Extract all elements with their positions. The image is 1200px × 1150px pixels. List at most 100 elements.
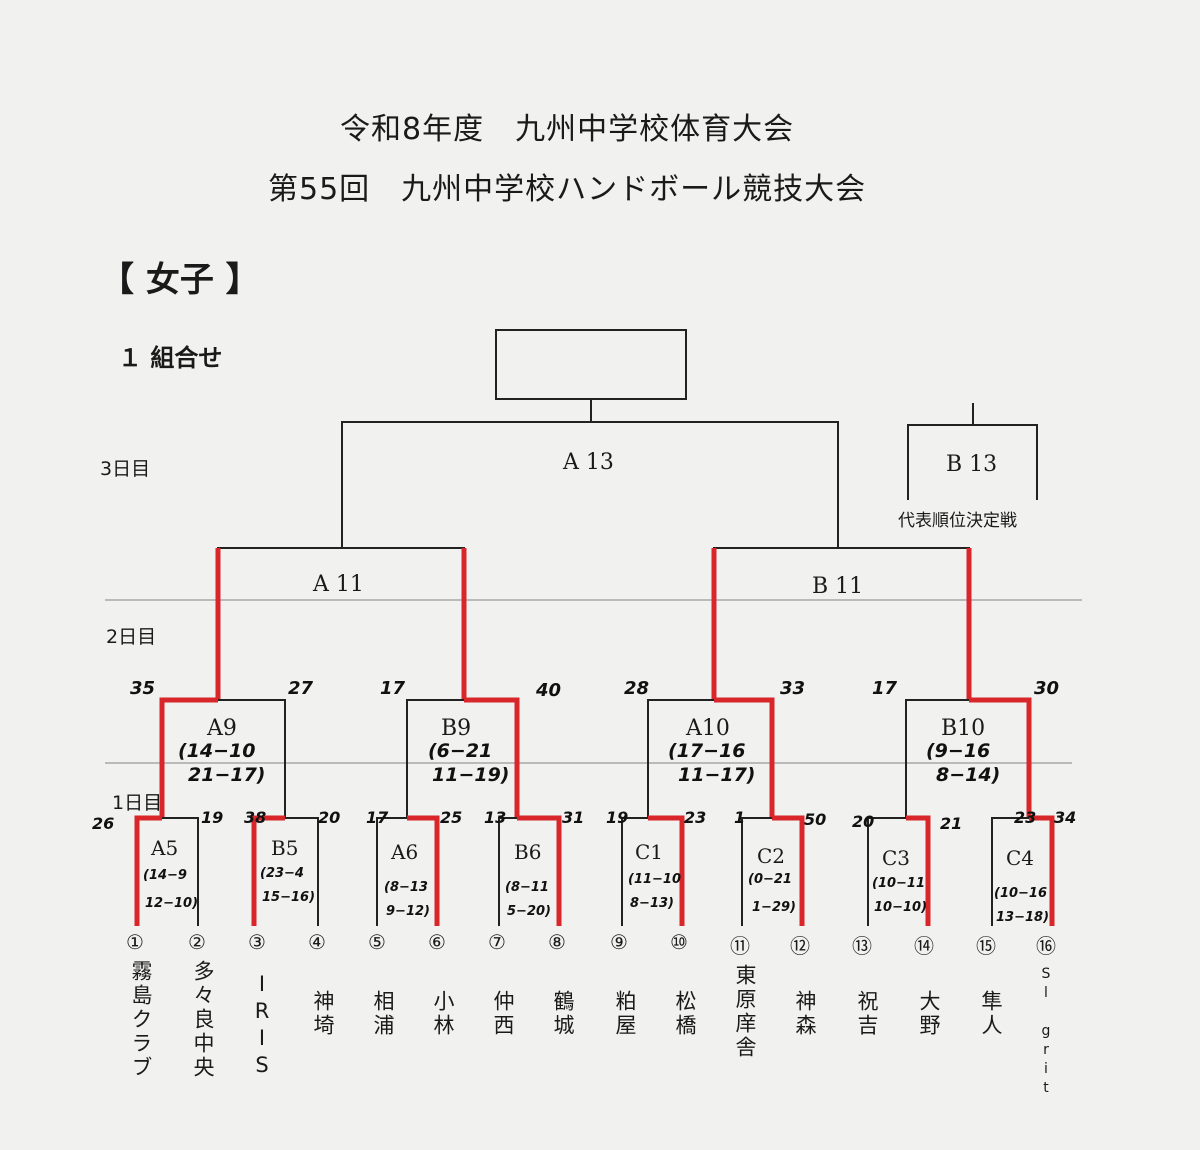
team-number: ⑪ — [730, 934, 750, 958]
first-round-total-right: 25 — [440, 808, 463, 827]
winner-path — [1029, 815, 1055, 926]
winner-path — [772, 815, 805, 926]
quarter-label: A10 — [686, 716, 730, 741]
first-round-score: 8−13) — [630, 896, 674, 911]
first-round-score: (11−10 — [628, 872, 682, 887]
quarter-score: 11−17) — [678, 764, 756, 786]
team-number: ⑮ — [976, 934, 996, 958]
day-3-label: 3日目 — [100, 458, 151, 480]
team-name: Sl grit — [1038, 966, 1054, 1099]
team-number: ① — [126, 930, 144, 954]
first-round-label: B5 — [271, 836, 299, 860]
winner-path — [407, 815, 440, 926]
quarter-total-right: 30 — [1034, 678, 1060, 699]
first-round-score: (8−11 — [505, 880, 549, 895]
quarter-score: 8−14) — [936, 764, 1001, 786]
team-number: ② — [188, 930, 206, 954]
semi-left-label: A 11 — [313, 572, 364, 597]
first-round-total-left: 1 — [734, 808, 746, 827]
team-name: 多々良中央 — [191, 960, 215, 1080]
first-round-score: (10−11 — [872, 876, 926, 891]
winner-path — [134, 815, 162, 926]
first-round-total-right: 50 — [804, 810, 827, 829]
quarter-label: A9 — [207, 716, 237, 741]
bracket-line — [341, 421, 839, 548]
quarter-total-left: 28 — [624, 678, 650, 699]
first-round-total-left: 38 — [244, 808, 267, 827]
first-round-label: A5 — [151, 836, 179, 860]
day-2-label: 2日目 — [106, 626, 157, 648]
winner-path — [517, 815, 562, 926]
team-name: 東原庠舎 — [733, 964, 757, 1060]
team-number: ⑬ — [852, 934, 872, 958]
bracket-line — [217, 547, 465, 700]
first-round-label: C1 — [635, 840, 664, 864]
team-name: 鶴城 — [551, 990, 575, 1038]
first-round-score: 13−18) — [996, 910, 1050, 925]
winner-path — [714, 697, 775, 818]
first-round-score: (10−16 — [994, 886, 1048, 901]
team-name: 大野 — [917, 990, 941, 1038]
first-round-total-right: 20 — [318, 808, 341, 827]
winner-path — [969, 697, 1032, 818]
winner-path — [251, 815, 285, 926]
first-round-score: 1−29) — [752, 900, 796, 915]
first-round-score: 12−10) — [145, 896, 199, 911]
winner-path — [906, 815, 931, 926]
quarter-score: (14−10 — [178, 740, 256, 762]
team-name: 粕屋 — [613, 990, 637, 1038]
team-number: ⑦ — [488, 930, 506, 954]
first-round-label: C4 — [1006, 846, 1035, 870]
team-number: ⑥ — [428, 930, 446, 954]
team-name: 小林 — [431, 990, 455, 1038]
bracket-line — [907, 424, 1038, 500]
first-round-total-left: 17 — [366, 808, 389, 827]
first-round-total-left: 26 — [92, 814, 115, 833]
first-round-score: 15−16) — [262, 890, 316, 905]
team-number: ⑩ — [670, 930, 688, 954]
subsection-heading: １ 組合せ — [118, 344, 223, 372]
quarter-total-right: 40 — [536, 680, 562, 701]
first-round-label: A6 — [391, 840, 419, 864]
team-name: 相浦 — [371, 990, 395, 1038]
semi-right-label: B 11 — [812, 574, 864, 599]
winner-path — [648, 815, 685, 926]
first-round-total-left: 20 — [852, 812, 875, 831]
team-name: 松橋 — [673, 990, 697, 1038]
first-round-score: 5−20) — [507, 904, 551, 919]
playoff-match-label: B 13 — [946, 452, 998, 477]
quarter-total-left: 35 — [130, 678, 156, 699]
team-name: 仲西 — [491, 990, 515, 1038]
team-number: ⑨ — [610, 930, 628, 954]
winner-path — [464, 697, 520, 818]
title-line-2: 第55回 九州中学校ハンドボール競技大会 — [268, 172, 867, 207]
first-round-score: 10−10) — [874, 900, 928, 915]
quarter-total-left: 17 — [872, 678, 898, 699]
quarter-total-right: 27 — [288, 678, 314, 699]
first-round-total-left: 13 — [484, 808, 507, 827]
quarter-score: 11−19) — [432, 764, 510, 786]
first-round-score: (23−4 — [260, 866, 304, 881]
winner-path — [159, 697, 218, 818]
first-round-label: B6 — [514, 840, 542, 864]
first-round-score: (8−13 — [384, 880, 428, 895]
quarter-score: (9−16 — [926, 740, 991, 762]
first-round-score: (0−21 — [748, 872, 792, 887]
team-name: 神埼 — [311, 990, 335, 1038]
team-name: 祝吉 — [855, 990, 879, 1038]
first-round-score: 9−12) — [386, 904, 430, 919]
first-round-label: C2 — [757, 844, 786, 868]
first-round-total-right: 19 — [201, 808, 224, 827]
team-number: ⑤ — [368, 930, 386, 954]
team-name: IRIS — [250, 972, 274, 1080]
quarter-total-left: 17 — [380, 678, 406, 699]
team-number: ⑯ — [1036, 934, 1056, 958]
final-match-label: A 13 — [563, 450, 614, 475]
champion-box — [495, 329, 687, 400]
team-name: 隼人 — [979, 990, 1003, 1038]
first-round-total-right: 21 — [940, 814, 963, 833]
quarter-total-right: 33 — [780, 678, 806, 699]
first-round-total-right: 23 — [684, 808, 707, 827]
first-round-total-left: 23 — [1014, 808, 1037, 827]
